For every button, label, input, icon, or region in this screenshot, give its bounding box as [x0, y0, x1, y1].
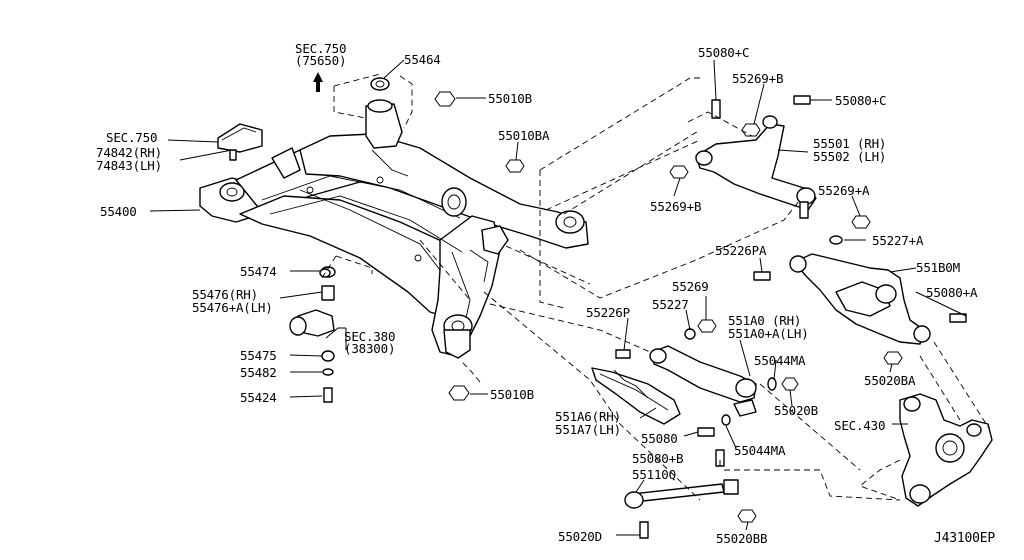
- label-55080a[interactable]: 55080+A: [926, 285, 978, 300]
- label-55269a[interactable]: 55269+A: [818, 183, 870, 198]
- label-55020b[interactable]: 55020B: [774, 403, 818, 418]
- label-55227[interactable]: 55227: [652, 297, 689, 312]
- label-55400[interactable]: 55400: [100, 204, 137, 219]
- label-55269b-mid[interactable]: 55269+B: [650, 199, 702, 214]
- member-mount-parts: [289, 266, 336, 403]
- label-sec380[interactable]: SEC.380: [344, 329, 396, 344]
- label-55226pa[interactable]: 55226PA: [715, 243, 767, 258]
- suspension-member: [199, 77, 589, 359]
- label-551a0a-lh[interactable]: 551A0+A(LH): [728, 326, 809, 341]
- label-55110q[interactable]: 55110Q: [632, 467, 676, 482]
- label-55010b-top[interactable]: 55010B: [488, 91, 532, 106]
- label-sec430[interactable]: SEC.430: [834, 418, 886, 433]
- lower-arm-551B0M: [789, 253, 931, 345]
- fasteners: [319, 91, 967, 539]
- upper-link-55501: [695, 115, 817, 219]
- label-74842-rh[interactable]: 74842(RH): [96, 145, 162, 160]
- label-55080[interactable]: 55080: [641, 431, 678, 446]
- label-55464[interactable]: 55464: [404, 52, 441, 67]
- label-551b0m[interactable]: 551B0M: [916, 260, 960, 275]
- label-55424[interactable]: 55424: [240, 390, 277, 405]
- knuckle-sec430: [899, 393, 993, 507]
- label-55080c-b[interactable]: 55080+C: [835, 93, 887, 108]
- label-55020bb[interactable]: 55020BB: [716, 531, 768, 546]
- link-551A0: [649, 345, 757, 417]
- label-sec750-top[interactable]: SEC.750: [295, 41, 347, 56]
- label-55010ba[interactable]: 55010BA: [498, 128, 550, 143]
- label-551a0-rh[interactable]: 551A0 (RH): [728, 313, 802, 328]
- label-sec380-sub[interactable]: (38300): [344, 341, 396, 356]
- label-74843-lh[interactable]: 74843(LH): [96, 158, 162, 173]
- label-55080c-a[interactable]: 55080+C: [698, 45, 750, 60]
- label-55482[interactable]: 55482: [240, 365, 277, 380]
- sec750-bracket: [217, 123, 263, 161]
- label-55226p[interactable]: 55226P: [586, 305, 630, 320]
- label-sec750-left[interactable]: SEC.750: [106, 130, 158, 145]
- bracket-551A6: [591, 367, 681, 425]
- label-55269b-top[interactable]: 55269+B: [732, 71, 784, 86]
- label-55269[interactable]: 55269: [672, 279, 709, 294]
- label-55475[interactable]: 55475: [240, 348, 277, 363]
- dashed-group-lines: [321, 73, 991, 501]
- label-55227a[interactable]: 55227+A: [872, 233, 924, 248]
- label-55501-rh[interactable]: 55501 (RH): [813, 136, 887, 151]
- label-551a7-lh[interactable]: 551A7(LH): [555, 422, 621, 437]
- up-arrow-icon: [313, 72, 323, 92]
- label-55010b-bottom[interactable]: 55010B: [490, 387, 534, 402]
- label-sec750-top-sub[interactable]: (75650): [295, 53, 347, 68]
- label-55474[interactable]: 55474: [240, 264, 277, 279]
- rod-55110Q: [624, 479, 739, 509]
- label-55044ma-bottom[interactable]: 55044MA: [734, 443, 786, 458]
- diagram-code: J43100EP: [934, 531, 996, 546]
- label-55476-rh[interactable]: 55476(RH): [192, 287, 258, 302]
- label-55020ba[interactable]: 55020BA: [864, 373, 916, 388]
- leader-lines: [149, 59, 967, 536]
- label-55476a-lh[interactable]: 55476+A(LH): [192, 300, 273, 315]
- label-55044ma-top[interactable]: 55044MA: [754, 353, 806, 368]
- label-55502-lh[interactable]: 55502 (LH): [813, 149, 887, 164]
- label-55080b[interactable]: 55080+B: [632, 451, 684, 466]
- label-551a6-rh[interactable]: 551A6(RH): [555, 409, 621, 424]
- label-55020d[interactable]: 55020D: [558, 529, 602, 544]
